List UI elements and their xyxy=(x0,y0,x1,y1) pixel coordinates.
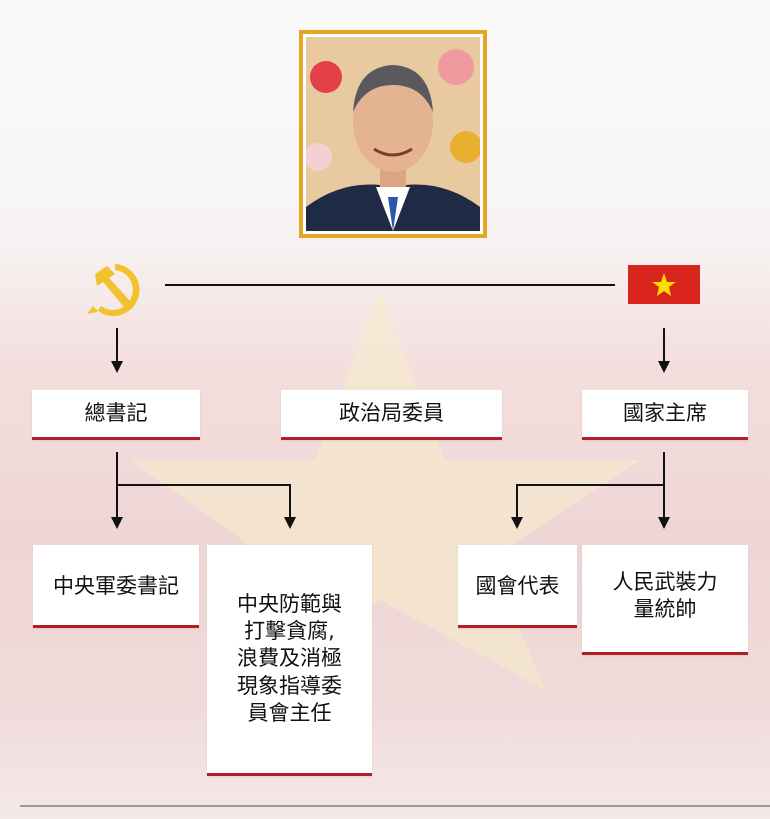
connector-line xyxy=(116,328,118,362)
connector-line xyxy=(165,284,615,286)
state-president-box: 國家主席 xyxy=(582,390,748,440)
arrow-down-icon xyxy=(111,517,123,529)
arrow-down-icon xyxy=(511,517,523,529)
box-label-line: 現象指導委 xyxy=(237,673,342,698)
box-label: 總書記 xyxy=(84,400,148,425)
box-label-line: 人民武裝力 xyxy=(612,570,718,594)
hammer-sickle-icon xyxy=(87,264,140,316)
military-commission-box: 中央軍委書記 xyxy=(33,545,199,628)
box-label-line: 量統帥 xyxy=(633,597,697,622)
politburo-member-box: 政治局委員 xyxy=(281,390,502,440)
box-label-line: 員會主任 xyxy=(247,700,332,725)
connector-line xyxy=(516,484,518,518)
armed-forces-box: 人民武裝力 量統帥 xyxy=(582,545,748,655)
connector-line xyxy=(663,328,665,362)
general-secretary-box: 總書記 xyxy=(32,390,200,440)
arrow-down-icon xyxy=(111,361,123,373)
arrow-down-icon xyxy=(658,361,670,373)
connector-line xyxy=(116,484,291,486)
box-label: 國會代表 xyxy=(475,574,560,598)
arrow-down-icon xyxy=(658,517,670,529)
anti-corruption-box: 中央防範與 打擊貪腐, 浪費及消極 現象指導委 員會主任 xyxy=(207,545,372,776)
vietnam-flag-icon xyxy=(628,265,700,304)
divider xyxy=(20,805,770,807)
arrow-down-icon xyxy=(284,517,296,529)
box-label-line: 打擊貪腐, xyxy=(244,619,335,644)
box-label: 國家主席 xyxy=(623,400,707,425)
connector-line xyxy=(516,484,665,486)
box-label: 政治局委員 xyxy=(339,400,444,425)
box-label-line: 浪費及消極 xyxy=(237,646,342,671)
box-label-line: 中央防範與 xyxy=(237,591,342,616)
box-label: 中央軍委書記 xyxy=(53,574,179,598)
national-assembly-box: 國會代表 xyxy=(458,545,577,628)
connector-line xyxy=(289,484,291,518)
portrait-photo xyxy=(299,30,487,238)
